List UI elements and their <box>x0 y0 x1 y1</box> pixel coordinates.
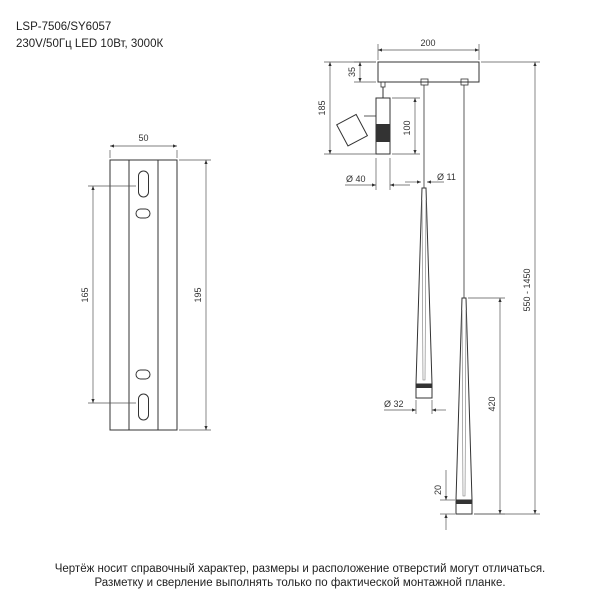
spot-head <box>336 113 369 147</box>
mounting-plate-view: 50 165 195 <box>80 133 211 431</box>
disclaimer-line-1: Чертёж носит справочный характер, размер… <box>54 563 546 575</box>
mount-hole-top <box>135 208 151 219</box>
dim-plate-length: 195 <box>193 287 203 302</box>
dim-total-height: 550 - 1450 <box>522 268 532 311</box>
pendant-view: 200 35 100 185 Ø 40 <box>317 38 540 530</box>
dim-cone-length: 420 <box>487 396 497 411</box>
canopy <box>377 61 480 83</box>
cone-short <box>415 187 433 385</box>
dim-spot-height: 100 <box>402 120 412 135</box>
dim-spot-diameter: Ø 40 <box>346 174 366 184</box>
mount-hole-bottom <box>135 369 151 380</box>
model-title: LSP-7506/SY6057 <box>16 21 112 33</box>
dim-plate-width: 50 <box>138 133 148 143</box>
dim-hole-spacing: 165 <box>80 287 90 302</box>
mount-plate-outline <box>109 159 178 431</box>
dim-tip-length: 20 <box>433 485 443 495</box>
canopy-clamp-right <box>460 78 469 86</box>
spot-ring <box>376 124 390 142</box>
dim-spot-reach: 185 <box>317 100 327 115</box>
mount-slot-bottom <box>138 393 149 421</box>
specs-line: 230V/50Гц LED 10Вт, 3000К <box>16 38 164 50</box>
dim-cone-diameter: Ø 32 <box>384 399 404 409</box>
mount-slot-top <box>138 170 149 198</box>
canopy-clamp-mid <box>420 78 429 86</box>
dim-canopy-height: 35 <box>347 67 357 77</box>
dim-canopy-width: 200 <box>420 38 435 48</box>
disclaimer-line-2: Разметку и сверление выполнять только по… <box>94 577 506 589</box>
mount-plate-rail <box>128 159 159 431</box>
canopy-clamp-left <box>380 81 386 88</box>
dim-cable-diameter: Ø 11 <box>437 172 456 182</box>
cone-long <box>455 297 473 501</box>
